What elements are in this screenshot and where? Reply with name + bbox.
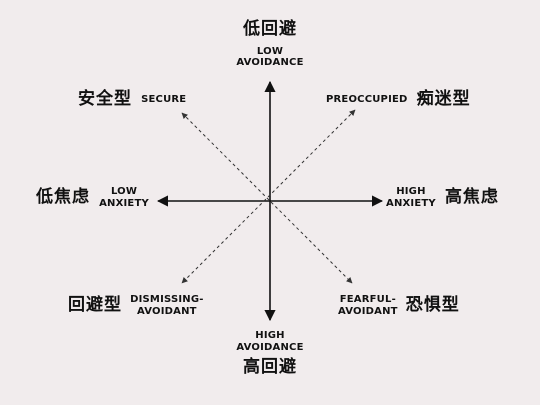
dismissing-avoidant-cn: 回避型 [68, 294, 122, 315]
high-anxiety-en-line2: ANXIETY [386, 197, 436, 209]
left-label: 低焦虑 LOW ANXIETY [36, 186, 149, 209]
bottom-label: HIGH AVOIDANCE 高回避 [220, 330, 320, 378]
fearful-avoidant-label: FEARFUL- AVOIDANT 恐惧型 [338, 294, 460, 317]
low-anxiety-cn: 低焦虑 [36, 186, 90, 207]
preoccupied-en: PREOCCUPIED [326, 94, 408, 106]
dismissing-avoidant-en-line2: AVOIDANT [137, 305, 197, 317]
dismissing-avoidant-en-line1: DISMISSING- [130, 294, 204, 305]
low-avoidance-cn: 低回避 [243, 19, 297, 39]
dismissing-avoidant-label: 回避型 DISMISSING- AVOIDANT [68, 294, 204, 317]
preoccupied-cn: 痴迷型 [416, 89, 471, 109]
fearful-avoidant-cn: 恐惧型 [405, 294, 460, 315]
high-anxiety-cn: 高焦虑 [444, 186, 499, 207]
low-avoidance-en-line2: AVOIDANCE [236, 57, 304, 69]
secure-cn: 安全型 [78, 89, 132, 109]
fearful-avoidant-en-line2: AVOIDANT [338, 305, 398, 317]
secure-en: SECURE [141, 94, 187, 106]
low-anxiety-en-line2: ANXIETY [99, 197, 149, 209]
top-label: 低回避 LOW AVOIDANCE [220, 19, 320, 69]
diagonal-axis-secure-fearful [181, 112, 353, 284]
diagonal-axis-preoccupied-dismissing [181, 109, 356, 284]
low-avoidance-en-line1: LOW [256, 45, 284, 57]
fearful-avoidant-en-line1: FEARFUL- [339, 294, 396, 305]
right-label: HIGH ANXIETY 高焦虑 [386, 186, 499, 209]
high-anxiety-en-line1: HIGH [396, 186, 426, 197]
secure-label: 安全型 SECURE [78, 89, 187, 110]
high-avoidance-en-line2: AVOIDANCE [236, 341, 304, 353]
preoccupied-label: PREOCCUPIED 痴迷型 [326, 89, 471, 110]
high-avoidance-en-line1: HIGH [255, 330, 285, 341]
low-anxiety-en-line1: LOW [110, 186, 138, 197]
high-avoidance-cn: 高回避 [243, 357, 297, 377]
